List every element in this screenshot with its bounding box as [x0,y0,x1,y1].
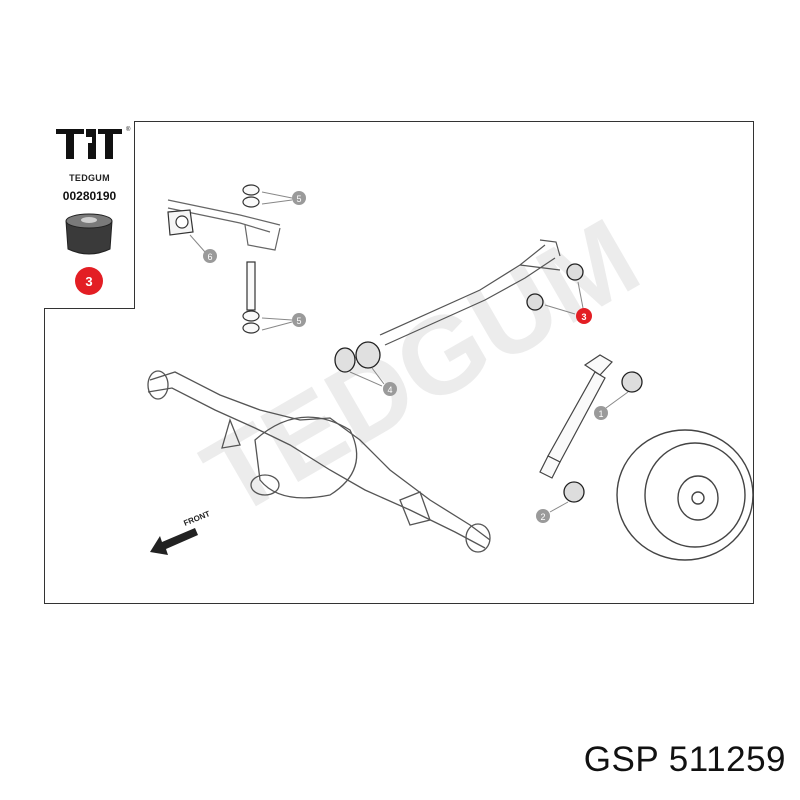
stabilizer-bushing-6 [167,209,194,236]
diagram-frame [44,121,754,604]
svg-text:4: 4 [387,385,392,395]
svg-text:5: 5 [296,316,301,326]
tedgum-logo-icon: ® 3 [56,126,131,295]
svg-text:6: 6 [207,252,212,262]
svg-text:1: 1 [598,409,603,419]
trailing-arm [379,239,561,346]
callout-1: 1 [594,391,629,420]
callout-6: 6 [189,234,217,263]
svg-text:2: 2 [540,512,545,522]
svg-text:®: ® [126,126,131,133]
anti-roll-bar [167,199,281,251]
callout-5-bottom: 5 [261,313,306,331]
stabilizer-link [242,184,260,334]
bushings-4 [334,341,381,373]
svg-text:3: 3 [85,274,92,289]
svg-text:5: 5 [296,194,301,204]
footer-label: GSP 511259 [583,740,786,779]
shock-absorber [539,354,613,479]
svg-text:3: 3 [581,312,586,322]
wheel [616,429,754,561]
callout-3-highlight: 3 [544,281,592,324]
shock-bushings [563,371,643,503]
front-arrow-icon: FRONT [150,509,211,555]
arm-bushings [526,263,584,311]
callout-4: 4 [349,367,397,396]
axle-housing [147,370,491,553]
callout-2: 2 [536,501,569,523]
front-label: FRONT [182,509,211,528]
callout-5-top: 5 [261,191,306,205]
part-number: 00280190 [62,189,117,203]
part-infobox: ® 3 TEDGUM 00280190 [44,121,135,309]
brand-name: TEDGUM [69,173,110,183]
